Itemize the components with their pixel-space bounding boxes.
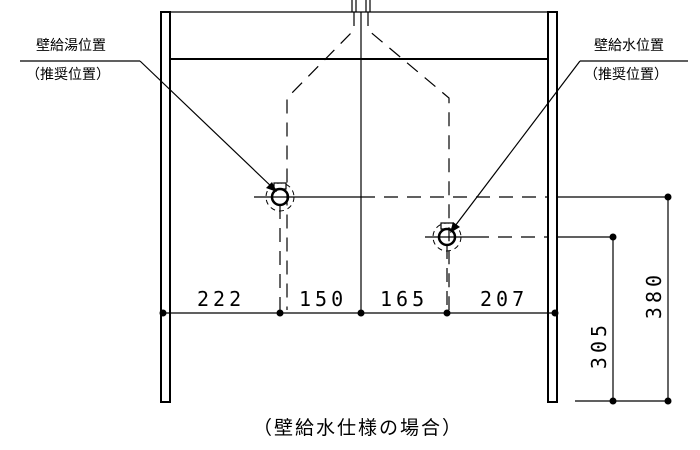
dimension-point [276,309,284,317]
hot-water-recommended-label: （推奨位置） [26,67,110,83]
right-side-panel [547,11,558,403]
basin-outline-left [286,12,355,310]
drain-pipe [351,0,371,12]
cold-water-position-label: 壁給水位置 [594,38,664,54]
hot-water-leader [20,60,277,192]
dimension-point [159,309,167,317]
dimension-label-380: 380 [642,271,666,319]
dimension-label-150: 150 [299,287,347,311]
hot-water-position-label: 壁給湯位置 [36,37,106,54]
cabinet-frame [160,11,558,403]
left-side-panel [160,11,171,403]
cold-water-leader [450,60,688,233]
vertical-dimension-305 [609,233,617,405]
dimension-label-222: 222 [197,287,245,311]
dimension-label-165: 165 [380,287,428,311]
basin-outline-right [367,12,450,310]
caption: （壁給水仕様の場合） [253,417,463,439]
horizontal-dimension-line [159,309,559,317]
dimension-point [551,309,559,317]
dimension-label-207: 207 [480,287,528,311]
dimension-point [443,309,451,317]
dimension-point [357,309,365,317]
dimension-label-305: 305 [587,321,611,369]
cold-water-recommended-label: （推奨位置） [584,67,668,83]
